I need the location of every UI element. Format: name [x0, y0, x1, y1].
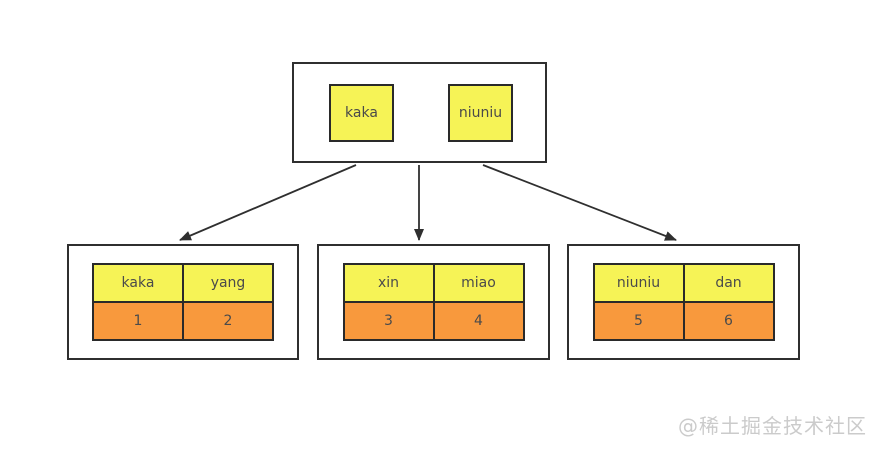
leaf-header-cell: xin — [342, 263, 435, 303]
root-key-cell-niuniu: niuniu — [448, 84, 513, 142]
leaf-table-1: xin miao 3 4 — [342, 263, 525, 341]
leaf-header-cell: niuniu — [592, 263, 685, 303]
leaf-value-cell: 3 — [342, 301, 435, 341]
leaf-value-cell: 5 — [592, 301, 685, 341]
leaf-header-cell: kaka — [92, 263, 184, 303]
root-key-label: niuniu — [458, 105, 503, 121]
leaf-value-cell: 6 — [682, 301, 775, 341]
edge-root-to-right-leaf — [482, 164, 677, 241]
leaf-node-box-0: kaka yang 1 2 — [67, 244, 299, 360]
leaf-node-box-1: xin miao 3 4 — [317, 244, 550, 360]
leaf-value-cell: 2 — [182, 301, 274, 341]
watermark: @稀土掘金技术社区 — [678, 414, 867, 438]
leaf-value-cell: 4 — [432, 301, 525, 341]
leaf-header-cell: dan — [682, 263, 775, 303]
leaf-value-cell: 1 — [92, 301, 184, 341]
leaf-header-cell: miao — [432, 263, 525, 303]
leaf-header-cell: yang — [182, 263, 274, 303]
leaf-node-box-2: niuniu dan 5 6 — [567, 244, 800, 360]
root-node-box: kaka niuniu — [292, 62, 547, 163]
leaf-table-2: niuniu dan 5 6 — [592, 263, 775, 341]
root-key-label: kaka — [345, 105, 378, 121]
edge-root-to-left-leaf — [179, 164, 357, 241]
root-key-cell-kaka: kaka — [329, 84, 394, 142]
leaf-table-0: kaka yang 1 2 — [92, 263, 274, 341]
